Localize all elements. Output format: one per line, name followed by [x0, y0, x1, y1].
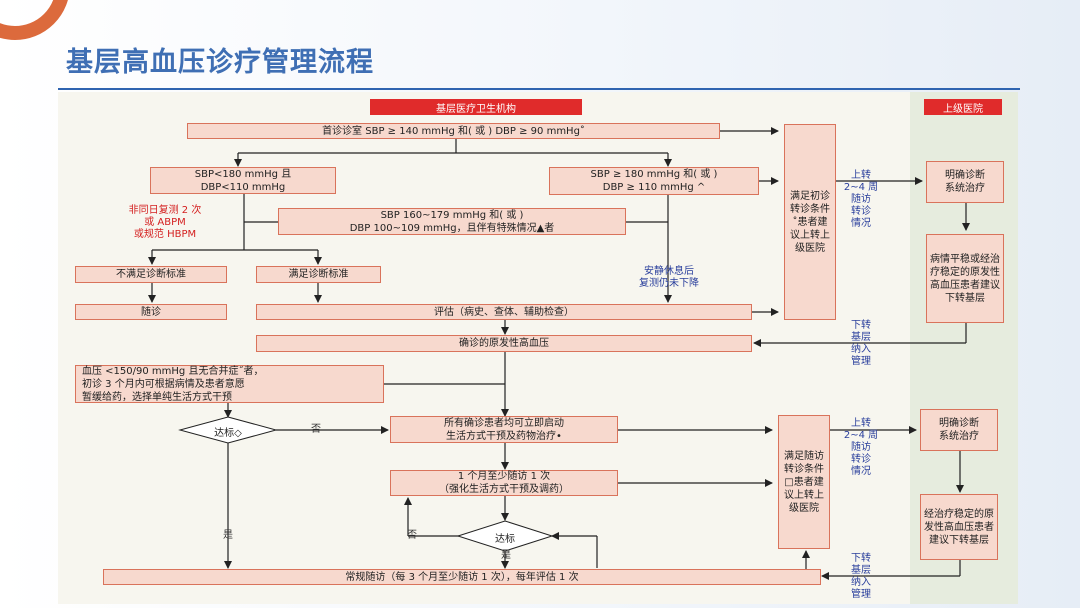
- label-no-1: 否: [311, 424, 321, 435]
- node-meet: 满足诊断标准: [256, 266, 381, 283]
- decision-2-label: 达标: [495, 534, 515, 545]
- node-referral-first: 满足初诊转诊条件˚患者建议上转上级医院: [784, 124, 836, 320]
- node-sbp-low: SBP<180 mmHg 且 DBP<110 mmHg: [150, 167, 336, 194]
- label-up-referral-1: 上转 2~4 周 随访 转诊 情况: [843, 170, 879, 229]
- label-rest-remeasure: 安静休息后 复测仍未下降: [639, 266, 699, 289]
- node-follow: 随诊: [75, 304, 227, 320]
- label-yes-1: 是: [223, 530, 233, 541]
- node-mild: 血压 <150/90 mmHg 且无合并症˝者， 初诊 3 个月内可根据病情及患…: [75, 365, 384, 403]
- label-down-referral-1: 下转 基层 纳入 管理: [851, 320, 871, 367]
- node-upper-diag2: 明确诊断 系统治疗: [920, 409, 998, 451]
- node-assess: 评估（病史、查体、辅助检查）: [256, 304, 752, 320]
- node-confirmed: 确诊的原发性高血压: [256, 335, 752, 352]
- label-up-referral-2: 上转 2~4 周 随访 转诊 情况: [843, 418, 879, 477]
- label-yes-2: 是: [501, 550, 511, 561]
- node-first-visit: 首诊诊室 SBP ≥ 140 mmHg 和( 或 ) DBP ≥ 90 mmHg…: [187, 123, 720, 139]
- node-not-meet: 不满足诊断标准: [75, 266, 227, 283]
- label-no-2: 否: [407, 530, 417, 541]
- title-underline: [58, 88, 1020, 90]
- header-primary-care: 基层医疗卫生机构: [370, 99, 582, 115]
- label-same-month: 非同日复测 2 次 或 ABPM 或规范 HBPM: [128, 205, 202, 240]
- node-monthly: 1 个月至少随访 1 次 （强化生活方式干预及调药）: [390, 470, 618, 496]
- decision-diamond-1: [178, 416, 278, 444]
- node-upper-diag1: 明确诊断 系统治疗: [926, 161, 1004, 203]
- node-upper-down2: 经治疗稳定的原发性高血压患者建议下转基层: [920, 494, 998, 560]
- node-sbp-mid: SBP 160~179 mmHg 和( 或 ) DBP 100~109 mmHg…: [278, 208, 626, 235]
- node-start-all: 所有确诊患者均可立即启动 生活方式干预及药物治疗•: [390, 416, 618, 443]
- page-title: 基层高血压诊疗管理流程: [66, 47, 374, 78]
- decision-diamond-2: [456, 520, 554, 552]
- decision-1-label: 达标◇: [214, 428, 242, 439]
- node-routine: 常规随访（每 3 个月至少随访 1 次），每年评估 1 次: [103, 569, 821, 585]
- header-upper-hospital: 上级医院: [924, 99, 1002, 115]
- node-upper-stable: 病情平稳或经治疗稳定的原发性高血压患者建议下转基层: [926, 234, 1004, 323]
- node-sbp-high: SBP ≥ 180 mmHg 和( 或 ) DBP ≥ 110 mmHg ^: [549, 167, 759, 195]
- label-down-referral-2: 下转 基层 纳入 管理: [851, 553, 871, 600]
- node-referral-follow: 满足随访转诊条件□患者建议上转上级医院: [778, 415, 830, 549]
